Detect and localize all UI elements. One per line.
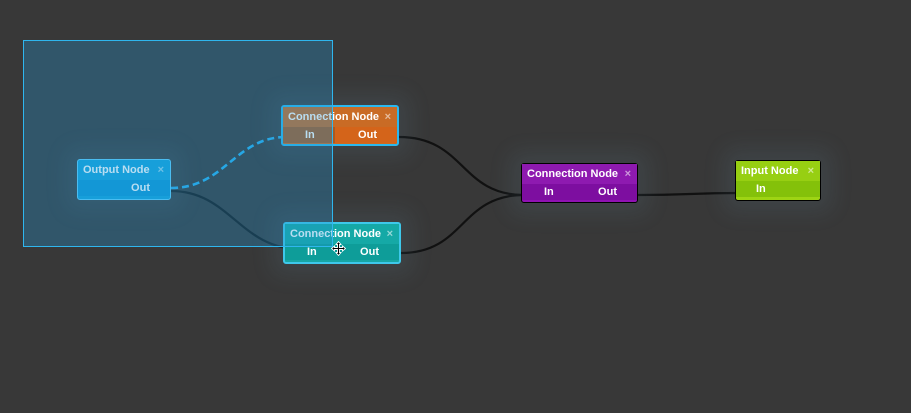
close-icon[interactable]: ×	[386, 228, 393, 240]
close-icon[interactable]: ×	[624, 168, 631, 180]
input-node-title: Input Node	[741, 165, 799, 177]
wire-orange-to-purple	[398, 135, 525, 197]
connection-node-purple-in-port[interactable]: In	[544, 186, 554, 198]
connection-node-teal-out-port[interactable]: Out	[360, 246, 379, 258]
output-node-title: Output Node	[83, 164, 150, 176]
output-node-header[interactable]: Output Node ×	[78, 160, 170, 180]
connection-node-teal-title: Connection Node	[290, 228, 382, 240]
connection-node-orange-ports: In Out	[283, 127, 397, 143]
connection-node-purple-header[interactable]: Connection Node ×	[522, 164, 637, 184]
connection-node-orange-in-port[interactable]: In	[305, 129, 315, 141]
connection-node-teal-header[interactable]: Connection Node ×	[285, 224, 399, 244]
wire-output-to-teal	[170, 189, 301, 251]
output-node-out-port[interactable]: Out	[131, 182, 150, 194]
wire-purple-to-input	[637, 191, 740, 197]
connection-node-teal-ports: In Out	[285, 244, 399, 260]
connection-node-purple-ports: In Out	[522, 184, 637, 200]
wire-teal-to-purple	[400, 193, 525, 255]
out-port-background	[335, 127, 397, 143]
output-node-ports: Out	[78, 180, 170, 196]
input-node-ports: In	[736, 181, 820, 197]
connection-node-orange[interactable]: Connection Node × In Out	[281, 105, 399, 146]
connection-node-teal[interactable]: Connection Node × In Out	[283, 222, 401, 264]
wire-output-to-orange-pending	[170, 135, 287, 190]
connection-node-purple-title: Connection Node	[527, 168, 619, 180]
input-node-in-port[interactable]: In	[756, 183, 766, 195]
connection-node-orange-out-port[interactable]: Out	[358, 129, 377, 141]
connection-node-orange-title: Connection Node	[288, 111, 380, 123]
input-node-header[interactable]: Input Node ×	[736, 161, 820, 181]
output-node[interactable]: Output Node × Out	[77, 159, 171, 200]
close-icon[interactable]: ×	[384, 111, 391, 123]
connection-node-orange-header[interactable]: Connection Node ×	[283, 107, 397, 127]
input-node[interactable]: Input Node × In	[735, 160, 821, 201]
close-icon[interactable]: ×	[157, 164, 164, 176]
connection-node-teal-in-port[interactable]: In	[307, 246, 317, 258]
close-icon[interactable]: ×	[807, 165, 814, 177]
connection-node-purple[interactable]: Connection Node × In Out	[521, 163, 638, 203]
connection-node-purple-out-port[interactable]: Out	[598, 186, 617, 198]
